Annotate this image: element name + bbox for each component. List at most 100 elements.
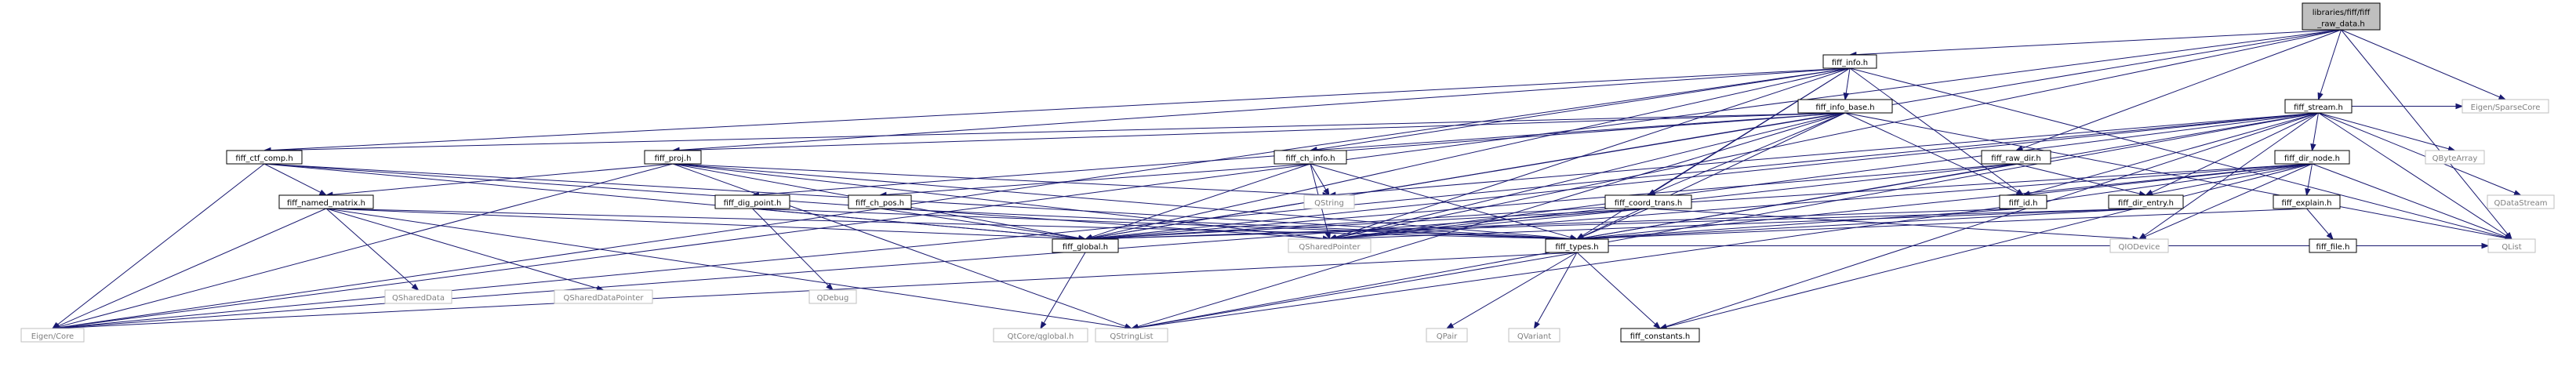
node-dir-node[interactable]: fiff_dir_node.h — [2274, 150, 2350, 165]
edge-raw_data-to-info — [1855, 29, 2342, 56]
node-label: fiff_types.h — [1555, 243, 1598, 252]
node-raw-data[interactable]: libraries/fiff/fiff_raw_data.h — [2302, 2, 2381, 31]
edge-raw_data-to-raw_dir — [2022, 29, 2342, 149]
node-label: fiff_named_matrix.h — [287, 199, 365, 208]
edge-stream-to-dir_node — [2313, 112, 2319, 145]
node-label: fiff_dir_entry.h — [2118, 199, 2174, 208]
edge-dir_node-to-qsharedpointer — [1335, 163, 2313, 239]
edge-info-to-qlist — [1849, 67, 2506, 238]
node-qstringlist: QStringList — [1095, 328, 1168, 343]
edge-stream-to-id — [2029, 112, 2319, 194]
node-file[interactable]: fiff_file.h — [2309, 238, 2357, 253]
node-global[interactable]: fiff_global.h — [1052, 238, 1119, 253]
edge-dir_entry-to-types — [1582, 208, 2146, 240]
edge-proj-to-types — [672, 163, 1571, 239]
node-box — [2274, 150, 2350, 165]
edge-info-to-info_base — [1845, 67, 1851, 94]
node-box — [1620, 328, 1700, 343]
edge-stream-to-qlist — [2318, 112, 2507, 237]
node-label: fiff_raw_dir.h — [1991, 154, 2040, 163]
edge-stream-to-qstring — [1335, 112, 2319, 195]
edge-types-to-qpair — [1451, 252, 1578, 326]
node-stream[interactable]: fiff_stream.h — [2284, 99, 2353, 114]
edge-coord_trans-to-eigen_core — [58, 208, 1649, 328]
node-box — [2487, 238, 2536, 253]
node-label: fiff_constants.h — [1630, 332, 1690, 341]
node-types[interactable]: fiff_types.h — [1545, 238, 1609, 253]
edge-info-to-proj — [678, 67, 1851, 151]
node-proj[interactable]: fiff_proj.h — [644, 150, 702, 165]
node-label: QSharedPointer — [1299, 243, 1361, 252]
arrowhead-named_matrix-to-qshareddata — [411, 283, 420, 291]
node-qvariant: QVariant — [1508, 328, 1560, 343]
node-label: QString — [1314, 199, 1344, 208]
node-label: QStringList — [1110, 332, 1153, 341]
edge-info_base-to-coord_trans — [1654, 112, 1846, 194]
node-label: fiff_id.h — [2009, 199, 2038, 208]
node-box — [2108, 194, 2184, 209]
node-box — [1822, 54, 1877, 69]
edge-ch_info-to-global — [1091, 163, 1311, 238]
node-box — [644, 150, 702, 165]
node-dig-point[interactable]: fiff_dig_point.h — [714, 194, 790, 209]
edge-coord_trans-to-global — [1091, 208, 1649, 240]
edge-dig_point-to-global — [752, 208, 1080, 239]
node-label: fiff_dir_node.h — [2284, 154, 2340, 163]
node-label: fiff_stream.h — [2294, 103, 2343, 112]
edge-stream-to-qstringlist — [1137, 112, 2319, 328]
edge-coord_trans-to-qsharedpointer — [1335, 208, 1649, 239]
node-coord-trans[interactable]: fiff_coord_trans.h — [1604, 194, 1692, 209]
node-qiodevice: QIODevice — [2109, 238, 2169, 253]
node-box — [808, 289, 857, 304]
node-label: fiff_proj.h — [655, 154, 692, 163]
node-label: fiff_dig_point.h — [724, 199, 782, 208]
node-label: _raw_data.h — [2316, 20, 2364, 28]
node-box — [1273, 150, 1347, 165]
node-qsharedpointer: QSharedPointer — [1288, 238, 1372, 253]
arrowhead-types-to-qvariant — [1533, 321, 1540, 330]
node-constants[interactable]: fiff_constants.h — [1620, 328, 1700, 343]
edge-proj-to-named_matrix — [332, 163, 674, 195]
node-box — [2302, 2, 2381, 31]
node-label: QVariant — [1517, 332, 1551, 341]
edge-proj-to-qstring — [672, 163, 1324, 196]
edge-raw_data-to-qsharedpointer — [1335, 29, 2342, 238]
node-label: fiff_coord_trans.h — [1615, 199, 1682, 208]
node-ch-info[interactable]: fiff_ch_info.h — [1273, 150, 1347, 165]
arrowhead-stream-to-eigen_sparse — [2455, 103, 2464, 110]
node-box — [848, 194, 912, 209]
edge-info_base-to-ch_info — [1316, 112, 1846, 151]
edge-stream-to-qdatastream — [2318, 112, 2516, 194]
node-box — [1999, 194, 2047, 209]
node-label: fiff_global.h — [1063, 243, 1108, 252]
node-box — [2273, 194, 2341, 209]
node-id[interactable]: fiff_id.h — [1999, 194, 2047, 209]
node-label: QDataStream — [2494, 199, 2548, 208]
node-ch-pos[interactable]: fiff_ch_pos.h — [848, 194, 912, 209]
node-label: QDebug — [817, 294, 849, 303]
edge-named_matrix-to-qstringlist — [325, 208, 1126, 328]
edge-ch_info-to-types — [1310, 163, 1571, 238]
node-box — [1303, 194, 1355, 209]
node-qlist: QList — [2487, 238, 2536, 253]
node-ctf-comp[interactable]: fiff_ctf_comp.h — [226, 150, 303, 165]
node-box — [2309, 238, 2357, 253]
node-label: fiff_explain.h — [2282, 199, 2332, 208]
node-info-base[interactable]: fiff_info_base.h — [1797, 99, 1893, 114]
node-box — [993, 328, 1088, 343]
node-info[interactable]: fiff_info.h — [1822, 54, 1877, 69]
edge-dir_entry-to-global — [1091, 208, 2146, 240]
node-dir-entry[interactable]: fiff_dir_entry.h — [2108, 194, 2184, 209]
arrowhead-global-to-qtcore_qglobal — [1040, 321, 1047, 330]
edge-layer — [51, 29, 2522, 332]
node-box — [2487, 194, 2555, 209]
edge-stream-to-qbytearray — [2318, 112, 2449, 150]
node-raw-dir[interactable]: fiff_raw_dir.h — [1981, 150, 2051, 165]
node-explain[interactable]: fiff_explain.h — [2273, 194, 2341, 209]
edge-info_base-to-qstringlist — [1137, 112, 1846, 328]
edge-coord_trans-to-types — [1582, 208, 1649, 238]
arrowhead-explain-to-file — [2326, 232, 2334, 241]
node-label: Eigen/SparseCore — [2471, 103, 2541, 112]
node-named-matrix[interactable]: fiff_named_matrix.h — [278, 194, 374, 209]
